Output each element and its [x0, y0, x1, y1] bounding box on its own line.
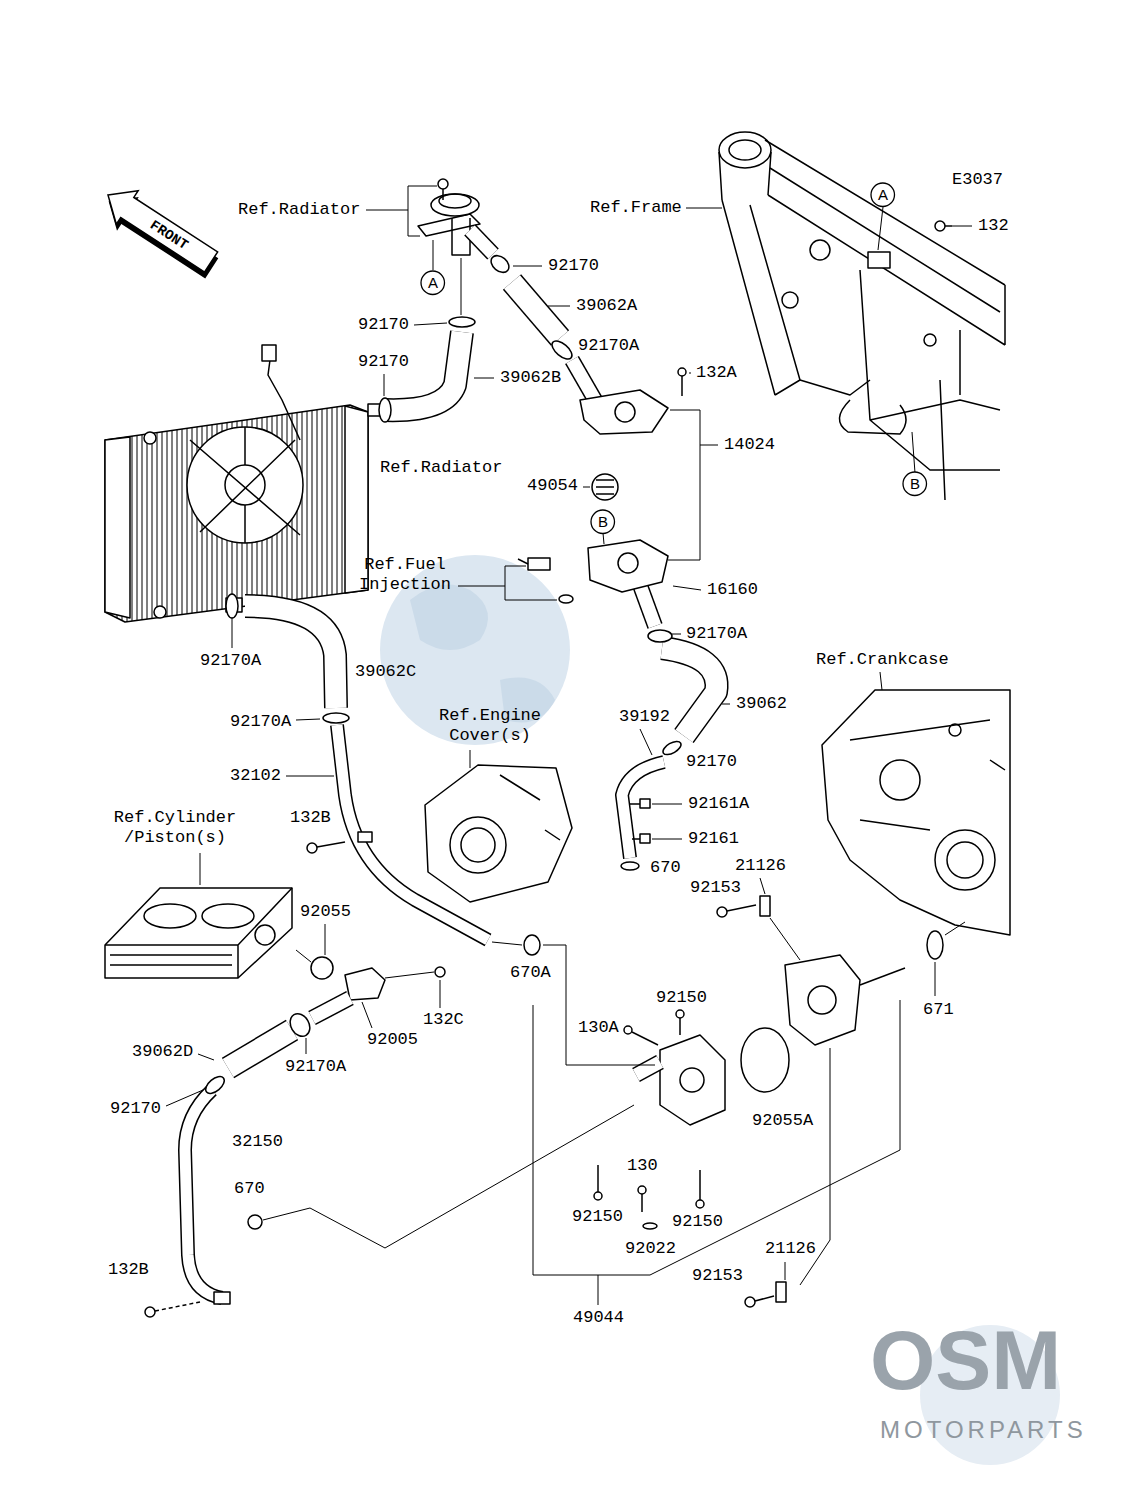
callout-number: 132A: [696, 363, 737, 383]
reference-label: Ref.Cylinder /Piston(s): [100, 808, 250, 847]
callout-number: 92170: [358, 315, 409, 335]
reference-letter: A: [428, 275, 438, 292]
callout-number: 92170: [548, 256, 599, 276]
callout-number: 92170: [110, 1099, 161, 1119]
circle-shape: [871, 183, 895, 207]
leader-lines: [166, 186, 972, 1305]
reference-circle: B: [590, 509, 616, 535]
reference-circle: B: [902, 471, 928, 497]
callout-number: 92170: [686, 752, 737, 772]
front-arrow: [94, 178, 225, 285]
callout-number: 21126: [735, 856, 786, 876]
radiator-cap: [418, 179, 493, 255]
water-pump: [594, 896, 943, 1307]
hose-clamps: [203, 252, 683, 1096]
reference-label: Ref.Fuel Injection: [350, 555, 460, 594]
callout-number: 39062: [736, 694, 787, 714]
callout-number: 92170A: [285, 1057, 346, 1077]
reference-circle: A: [870, 182, 896, 208]
callout-number: 92153: [690, 878, 741, 898]
callout-number: 130: [627, 1156, 658, 1176]
callout-number: 92153: [692, 1266, 743, 1286]
reference-label: Ref.Radiator: [380, 458, 502, 478]
callout-number: 92170A: [686, 624, 747, 644]
callout-number: 670A: [510, 963, 551, 983]
callout-number: 92161: [688, 829, 739, 849]
reference-letter: A: [878, 187, 888, 204]
watermark: OSM: [870, 1312, 1061, 1409]
callout-number: 92055: [300, 902, 351, 922]
callout-number: 32102: [230, 766, 281, 786]
coolant-hoses: [185, 282, 717, 1298]
reference-letter: B: [598, 514, 608, 531]
drawing-code: E3037: [952, 170, 1003, 190]
callout-number: 39062C: [355, 662, 416, 682]
reference-label: Ref.Engine Cover(s): [420, 706, 560, 745]
callout-number: 132C: [423, 1010, 464, 1030]
callout-number: 16160: [707, 580, 758, 600]
callout-number: 92022: [625, 1239, 676, 1259]
pipe-fittings: [621, 799, 650, 870]
callout-number: 132: [978, 216, 1009, 236]
cylinder: [105, 888, 445, 1317]
callout-number: 92170A: [578, 336, 639, 356]
callout-number: 92150: [672, 1212, 723, 1232]
reference-label: Ref.Frame: [590, 198, 682, 218]
callout-number: 39062B: [500, 368, 561, 388]
radiator: [105, 345, 383, 622]
circle-shape: [903, 472, 927, 496]
reference-letter: B: [910, 476, 920, 493]
callout-number: 92150: [572, 1207, 623, 1227]
engine-cover: [307, 765, 572, 955]
callout-number: 92005: [367, 1030, 418, 1050]
circle-shape: [591, 510, 615, 534]
frame: [719, 132, 1005, 500]
callout-number: 130A: [578, 1018, 619, 1038]
callout-number: 92170: [358, 352, 409, 372]
callout-number: 92170A: [200, 651, 261, 671]
reference-label: Ref.Crankcase: [816, 650, 949, 670]
reference-circle: A: [420, 270, 446, 296]
callout-number: 92161A: [688, 794, 749, 814]
callout-number: 39062D: [132, 1042, 193, 1062]
callout-number: 39192: [619, 707, 670, 727]
callout-number: 39062A: [576, 296, 637, 316]
circle-shape: [421, 271, 445, 295]
callout-number: 670: [650, 858, 681, 878]
watermark: MOTORPARTS: [880, 1416, 1087, 1444]
callout-number: 14024: [724, 435, 775, 455]
callout-number: 49054: [527, 476, 578, 496]
thermostat-parts: [518, 360, 686, 626]
callout-number: 671: [923, 1000, 954, 1020]
callout-number: 92150: [656, 988, 707, 1008]
callout-number: 670: [234, 1179, 265, 1199]
callout-number: 132B: [108, 1260, 149, 1280]
callout-number: 132B: [290, 808, 331, 828]
callout-number: 49044: [573, 1308, 624, 1328]
reference-label: Ref.Radiator: [238, 200, 360, 220]
callout-number: 32150: [232, 1132, 283, 1152]
crankcase: [822, 690, 1010, 935]
callout-number: 92170A: [230, 712, 291, 732]
callout-number: 92055A: [752, 1111, 813, 1131]
callout-number: 21126: [765, 1239, 816, 1259]
